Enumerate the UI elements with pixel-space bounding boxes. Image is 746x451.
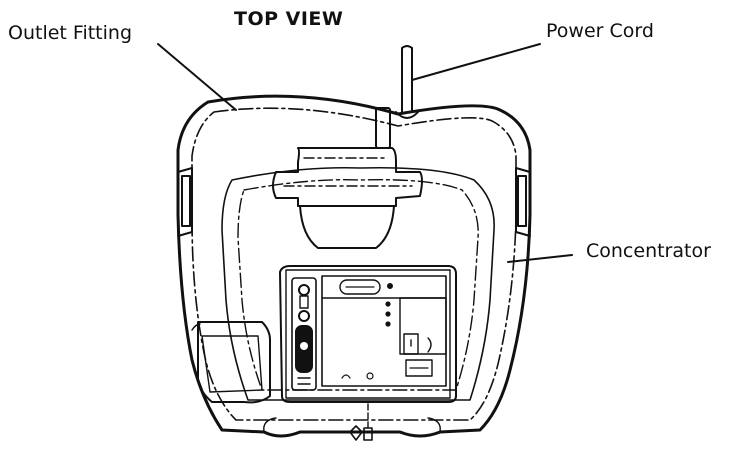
callout-concentrator: Concentrator <box>586 240 711 262</box>
leader-power-cord <box>411 43 541 81</box>
housing-inner-rim <box>191 107 517 421</box>
housing-outer <box>176 94 532 438</box>
callout-outlet-fitting: Outlet Fitting <box>8 22 133 44</box>
leader-concentrator <box>507 254 573 263</box>
inner-basin <box>221 166 495 401</box>
power-cord <box>375 45 419 149</box>
humidifier-bay <box>191 321 271 404</box>
side-grips <box>177 167 531 237</box>
leader-lines <box>157 43 573 263</box>
bottom-features <box>263 403 441 441</box>
control-panel <box>279 265 457 403</box>
inner-basin-dash <box>237 179 479 391</box>
callout-power-cord: Power Cord <box>546 20 654 42</box>
diagram-title: TOP VIEW <box>234 8 344 30</box>
carry-handle <box>272 147 423 249</box>
